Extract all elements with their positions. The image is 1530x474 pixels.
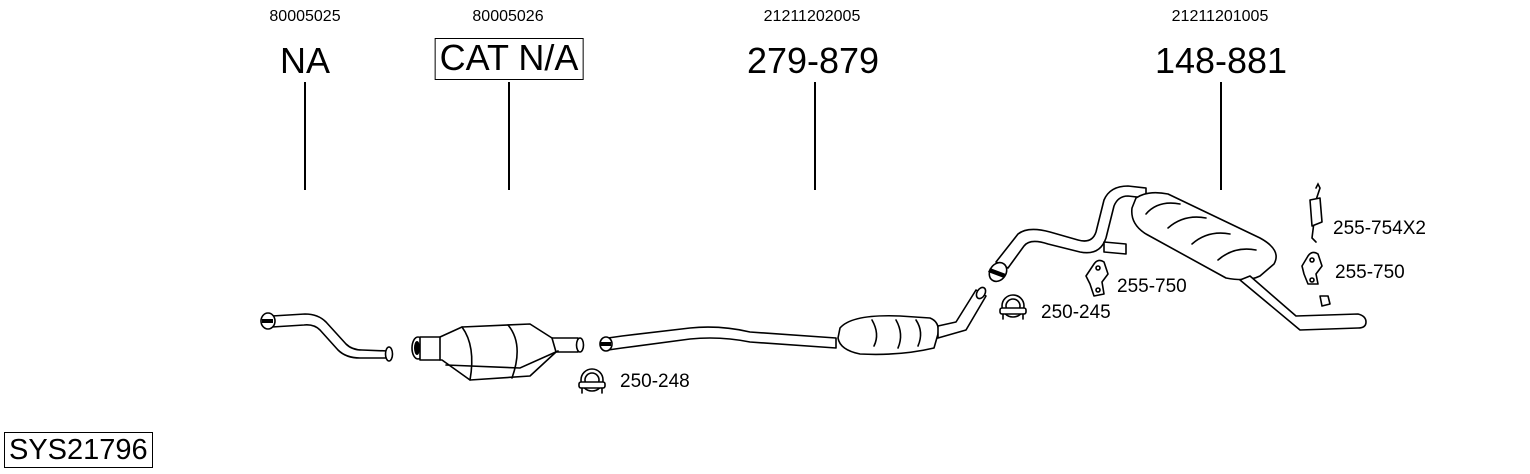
- leader-line-front-pipe: [304, 82, 306, 190]
- accessory-label-hanger[interactable]: 255-754X2: [1333, 218, 1426, 239]
- accessory-label-clamp[interactable]: 250-245: [1041, 302, 1111, 323]
- oem-number-rear-silencer: 21211201005: [1171, 8, 1269, 25]
- clamp-icon[interactable]: [578, 368, 606, 394]
- part-number-rear-silencer[interactable]: 148-881: [1154, 40, 1288, 81]
- centre-silencer-drawing[interactable]: [599, 286, 987, 356]
- oem-number-centre-silencer: 21211202005: [763, 8, 861, 25]
- leader-line-rear-silencer: [1220, 82, 1222, 190]
- catalytic-converter-drawing[interactable]: [411, 323, 585, 381]
- hanger-icon[interactable]: [1309, 182, 1323, 243]
- system-number-label: SYS21796: [4, 432, 153, 468]
- accessory-label-rubber-mount[interactable]: 255-750: [1117, 276, 1187, 297]
- accessory-label-rubber-mount[interactable]: 255-750: [1335, 262, 1405, 283]
- oem-number-catalyst: 80005026: [472, 8, 544, 25]
- leader-line-catalyst: [508, 82, 510, 190]
- front-pipe-drawing[interactable]: [260, 312, 394, 362]
- rear-silencer-drawing[interactable]: [986, 185, 1367, 331]
- rubber-mount-icon[interactable]: [1301, 251, 1323, 285]
- part-number-front-pipe[interactable]: NA: [279, 40, 331, 81]
- part-number-catalyst[interactable]: CAT N/A: [434, 38, 584, 80]
- part-number-centre-silencer[interactable]: 279-879: [746, 40, 880, 81]
- leader-line-centre-silencer: [814, 82, 816, 190]
- accessory-label-clamp[interactable]: 250-248: [620, 371, 690, 392]
- oem-number-front-pipe: 80005025: [269, 8, 341, 25]
- rubber-mount-icon[interactable]: [1085, 259, 1109, 297]
- clamp-icon[interactable]: [999, 294, 1027, 320]
